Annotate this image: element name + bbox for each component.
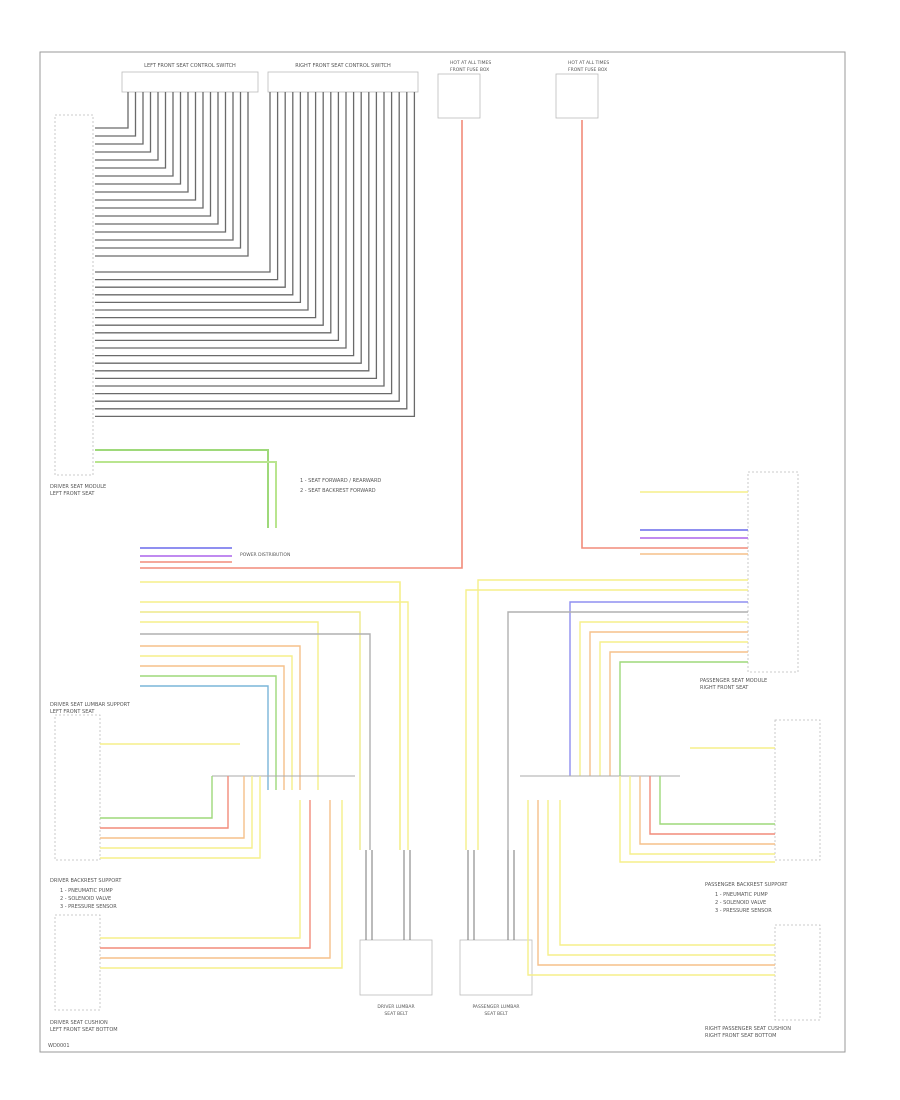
driver-cushion-box	[54, 914, 101, 1011]
right-seat-control-label: RIGHT FRONT SEAT CONTROL SWITCH	[295, 63, 391, 69]
bundle-wire	[95, 92, 286, 288]
bundle-wire	[95, 92, 144, 145]
bundle-wire	[95, 92, 332, 334]
passenger-backrest-item-3: 3 - PRESSURE SENSOR	[715, 908, 772, 914]
center-left-label: DRIVER LUMBAR	[377, 1004, 414, 1010]
seat-switch-wire-bundle	[95, 92, 416, 418]
passenger-lumbar-box	[774, 719, 821, 861]
driver-bottom-label: DRIVER SEAT CUSHION	[50, 1020, 108, 1026]
note-2: 2 - SEAT BACKREST FORWARD	[300, 488, 376, 494]
passenger-module-label-2: RIGHT FRONT SEAT	[700, 685, 749, 691]
bundle-wire	[95, 92, 408, 410]
bundle-wire	[95, 92, 393, 395]
driver-seat-module-connector	[54, 114, 94, 476]
right-seat-control-switch: RIGHT FRONT SEAT CONTROL SWITCH	[267, 63, 419, 93]
passenger-belt-box	[459, 939, 533, 996]
fuse-box-label-1: FRONT FUSE BOX	[450, 67, 489, 73]
bundle-wire	[95, 92, 189, 193]
center-right-label: PASSENGER LUMBAR	[472, 1004, 519, 1010]
passenger-backrest-label: PASSENGER BACKREST SUPPORT	[705, 882, 788, 888]
bundle-wire	[95, 92, 355, 357]
bundle-wire	[95, 92, 324, 326]
bundle-wire	[95, 92, 249, 257]
passenger-bottom-label: RIGHT PASSENGER SEAT CUSHION	[705, 1026, 791, 1032]
driver-lumbar-label: DRIVER SEAT LUMBAR SUPPORT	[50, 702, 131, 708]
passenger-backrest-item-1: 1 - PNEUMATIC PUMP	[715, 892, 768, 898]
passenger-bottom-label-2: RIGHT FRONT SEAT BOTTOM	[705, 1033, 776, 1039]
passenger-module-wires	[465, 491, 748, 850]
passenger-module-label: PASSENGER SEAT MODULE	[700, 678, 767, 684]
bundle-wire	[95, 92, 167, 169]
bundle-wire	[95, 92, 204, 209]
passenger-bottom-wires	[527, 800, 775, 976]
driver-backrest-item-2: 2 - SOLENOID VALVE	[60, 896, 111, 902]
passenger-cushion-box	[774, 924, 821, 1021]
bundle-wire	[95, 92, 234, 241]
driver-module-label-2: LEFT FRONT SEAT	[50, 491, 95, 497]
driver-backrest-label: DRIVER BACKREST SUPPORT	[50, 878, 122, 884]
bundle-wire	[95, 92, 378, 380]
bundle-wire	[95, 92, 137, 137]
driver-bottom-wires	[100, 800, 343, 969]
bundle-wire	[95, 92, 416, 418]
bundle-wire	[95, 92, 309, 311]
driver-lumbar-label-2: LEFT FRONT SEAT	[50, 709, 95, 715]
note-1: 1 - SEAT FORWARD / REARWARD	[300, 478, 381, 484]
fuse-block-1: HOT AT ALL TIMES FRONT FUSE BOX	[437, 60, 491, 119]
driver-bottom-label-2: LEFT FRONT SEAT BOTTOM	[50, 1027, 118, 1033]
power-supply-label: POWER DISTRIBUTION	[240, 552, 290, 558]
bundle-wire	[95, 92, 362, 364]
bundle-wire	[95, 92, 279, 281]
center-connectors	[365, 850, 515, 940]
bundle-wire	[95, 92, 129, 129]
center-right-label-2: SEAT BELT	[484, 1011, 507, 1017]
bundle-wire	[95, 92, 271, 273]
bundle-wire	[95, 92, 212, 217]
driver-module-label: DRIVER SEAT MODULE	[50, 484, 106, 490]
hot-at-all-times-label-1: HOT AT ALL TIMES	[450, 60, 491, 66]
diagram-frame	[39, 51, 846, 1053]
bundle-wire	[95, 92, 152, 153]
bundle-wire	[95, 92, 174, 177]
driver-belt-box	[359, 939, 433, 996]
passenger-seat-module-connector	[747, 471, 799, 673]
bundle-wire	[95, 92, 227, 233]
bundle-wire	[95, 92, 159, 161]
bundle-wire	[95, 92, 340, 342]
bundle-wire	[95, 92, 302, 304]
green-wires	[95, 449, 277, 528]
bundle-wire	[95, 92, 370, 372]
center-left-label-2: SEAT BELT	[384, 1011, 407, 1017]
bundle-wire	[95, 92, 197, 201]
bundle-wire	[95, 92, 182, 185]
passenger-cushion-wires	[619, 776, 775, 863]
bundle-wire	[95, 92, 385, 387]
hot-at-all-times-label-2: HOT AT ALL TIMES	[568, 60, 609, 66]
footer-code: WD0001	[48, 1043, 70, 1049]
driver-backrest-item-1: 1 - PNEUMATIC PUMP	[60, 888, 113, 894]
driver-module-wires	[140, 547, 409, 850]
bundle-wire	[95, 92, 400, 402]
red-wire-left	[140, 120, 463, 569]
driver-cushion-wires	[100, 776, 261, 859]
bundle-wire	[95, 92, 347, 349]
fuse-box-label-2: FRONT FUSE BOX	[568, 67, 607, 73]
bundle-wire	[95, 92, 294, 296]
driver-backrest-item-3: 3 - PRESSURE SENSOR	[60, 904, 117, 910]
fuse-block-2: HOT AT ALL TIMES FRONT FUSE BOX	[555, 60, 609, 119]
passenger-backrest-item-2: 2 - SOLENOID VALVE	[715, 900, 766, 906]
driver-lumbar-box	[54, 714, 101, 861]
red-wire-right	[581, 120, 748, 549]
left-seat-control-label: LEFT FRONT SEAT CONTROL SWITCH	[144, 63, 236, 69]
bundle-wire	[95, 92, 317, 319]
left-seat-control-switch: LEFT FRONT SEAT CONTROL SWITCH	[121, 63, 259, 93]
bundle-wire	[95, 92, 242, 249]
bundle-wire	[95, 92, 219, 225]
